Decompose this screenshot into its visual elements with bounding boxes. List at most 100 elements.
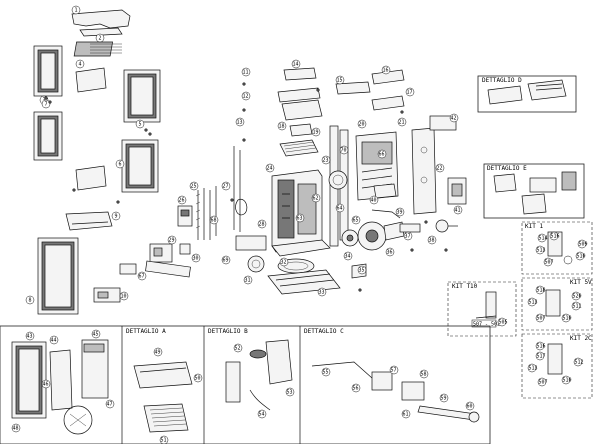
part-number: 516	[551, 234, 560, 240]
part-number: 8	[29, 298, 32, 304]
part-number: 61	[403, 412, 409, 418]
bottom-detail-strip	[0, 325, 491, 444]
part-number: 37	[405, 234, 411, 240]
part-number: 14	[293, 62, 299, 68]
part-number: 66	[379, 152, 385, 158]
front-panel-lower[interactable]	[75, 165, 107, 191]
part-number: 17	[407, 90, 413, 96]
part-number: 16	[383, 68, 389, 74]
part-number: 46	[43, 382, 49, 388]
side-panel-right-bottom[interactable]	[121, 139, 159, 193]
smoke-fan[interactable]	[357, 221, 405, 251]
firebox-top-plate[interactable]	[281, 99, 323, 121]
part-number: 31	[245, 278, 251, 284]
part-number: 513	[537, 248, 546, 254]
side-panel-left-bottom[interactable]	[33, 111, 63, 161]
detail-b-label: DETTAGLIO B	[208, 328, 248, 335]
part-number: 26	[179, 198, 185, 204]
base-frame[interactable]	[267, 269, 341, 295]
part-number: 28	[259, 222, 265, 228]
part-number: 56	[353, 386, 359, 392]
ignition-rods[interactable]	[195, 186, 217, 240]
kit-1-label: KIT 1	[525, 223, 543, 230]
thermostat-unit[interactable]	[235, 235, 267, 251]
fan-cover[interactable]	[328, 170, 348, 190]
part-number: 518	[537, 288, 546, 294]
detail-c-panel: DETTAGLIO C	[304, 328, 480, 423]
fuse-holder[interactable]	[447, 177, 467, 205]
kit-5v-box: KIT 5V 518 520 513 511 507 510	[521, 277, 593, 331]
rear-panel[interactable]	[411, 127, 437, 215]
sensor-probes[interactable]	[233, 146, 241, 232]
part-number: 9	[115, 214, 118, 220]
part-number: 509	[579, 242, 588, 248]
part-number: 54	[259, 412, 265, 418]
combustion-fan[interactable]	[341, 229, 359, 247]
hinge-plate[interactable]	[93, 287, 121, 303]
kit-5v-label: KIT 5V	[570, 279, 592, 286]
detail-e-label: DETTAGLIO E	[487, 165, 527, 172]
control-valve[interactable]	[435, 219, 458, 233]
part-number: 45	[93, 332, 99, 338]
top-right-vent[interactable]	[429, 115, 457, 131]
part-number: 7	[45, 102, 48, 108]
part-number: 63	[297, 216, 303, 222]
ceramic-plate[interactable]	[373, 183, 397, 199]
part-number: 513	[529, 300, 538, 306]
part-number: 18	[279, 124, 285, 130]
small-bracket[interactable]	[119, 263, 137, 275]
top-plates[interactable]	[277, 67, 405, 111]
detail-a-label: DETTAGLIO A	[126, 328, 166, 335]
control-board[interactable]	[149, 243, 173, 263]
part-number: 512	[575, 360, 584, 366]
detail-a-panel: DETTAGLIO A	[126, 328, 193, 433]
part-number: 58	[421, 372, 427, 378]
part-number: 21	[399, 120, 405, 126]
side-panel-left-top[interactable]	[33, 45, 63, 97]
part-number: 5	[139, 122, 142, 128]
auger-assembly[interactable]	[371, 209, 421, 233]
part-callouts: 1 2 3 4 5 6 7 8 9 10 11 12 13 14 15 16 1…	[11, 5, 475, 444]
part-number: 62	[313, 196, 319, 202]
side-panel-right-top[interactable]	[123, 69, 161, 123]
part-number: 48	[13, 426, 19, 432]
part-number: 505	[499, 320, 508, 326]
glass-door[interactable]	[37, 237, 79, 315]
heat-exchanger[interactable]	[355, 131, 399, 201]
part-number: 41	[455, 208, 461, 214]
part-number: 42	[451, 116, 457, 122]
part-number: 516	[537, 344, 546, 350]
firebox-grate[interactable]	[279, 139, 319, 157]
part-number: 12	[243, 94, 249, 100]
kit-1-box: KIT 1 514 516 513 509 507 510	[521, 221, 593, 275]
power-switch[interactable]	[179, 243, 191, 255]
detail-d-box: DETTAGLIO D	[477, 75, 577, 113]
connector-strip[interactable]	[145, 260, 191, 278]
motor-unit[interactable]	[177, 205, 193, 227]
stove-body[interactable]	[271, 169, 331, 257]
part-number: 517	[537, 354, 546, 360]
burner-pot[interactable]	[289, 123, 313, 137]
part-number: 19	[313, 130, 319, 136]
part-number: 507	[537, 316, 546, 322]
detail-e-box: DETTAGLIO E	[483, 163, 585, 219]
front-panel-upper[interactable]	[75, 67, 107, 93]
part-number: 507 - 502	[473, 322, 500, 328]
part-number: 6	[119, 162, 122, 168]
part-number: 68	[211, 218, 217, 224]
detail-door-assembly[interactable]	[11, 339, 109, 435]
part-number: 53	[287, 390, 293, 396]
part-number: 40	[371, 198, 377, 204]
part-number: 47	[107, 402, 113, 408]
top-cover-assembly[interactable]	[71, 9, 131, 57]
part-number: 35	[359, 268, 365, 274]
bracket-right-cable[interactable]	[235, 198, 248, 216]
part-number: 15	[337, 78, 343, 84]
part-number: 510	[577, 254, 586, 260]
detail-b-panel: DETTAGLIO B	[208, 328, 293, 411]
part-number: 10	[121, 294, 127, 300]
motor-gear[interactable]	[247, 255, 265, 273]
part-number: 4	[79, 62, 82, 68]
part-number: 29	[169, 238, 175, 244]
door-frame-bracket[interactable]	[65, 211, 113, 231]
